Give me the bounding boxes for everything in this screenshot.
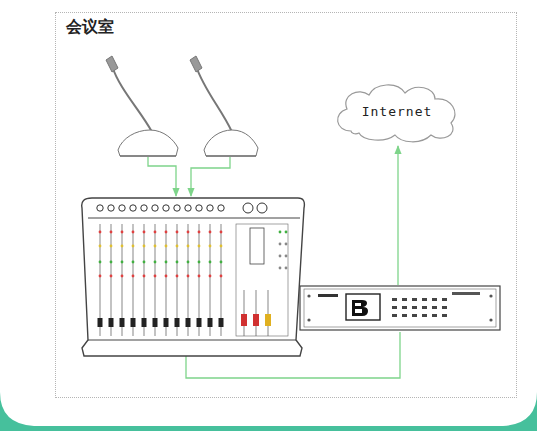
mixing-console <box>82 198 305 356</box>
room-label: 会议室 <box>66 17 114 38</box>
microphone <box>106 56 178 156</box>
node-label: Internet <box>362 104 433 119</box>
microphone <box>190 56 258 156</box>
internet-cloud: Internet <box>331 79 463 143</box>
recording-streaming-device <box>300 286 500 330</box>
room-region: 会议室 Internet <box>55 12 517 398</box>
